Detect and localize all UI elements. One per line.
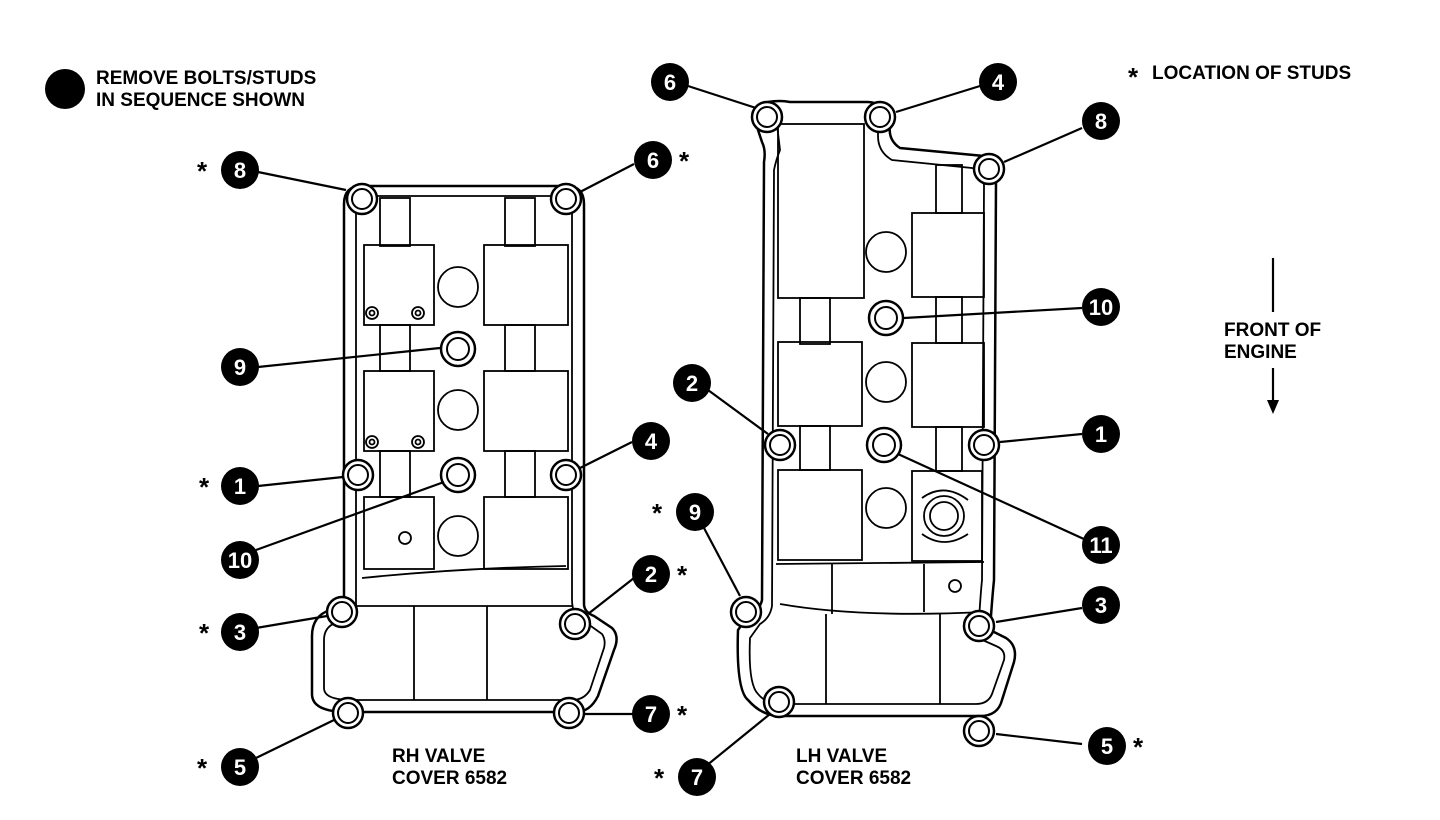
legend-dot-icon	[45, 69, 85, 109]
svg-text:*: *	[654, 763, 665, 793]
legend-stud-text: LOCATION OF STUDS	[1152, 63, 1351, 84]
svg-text:7: 7	[691, 765, 703, 790]
svg-text:*: *	[199, 472, 210, 502]
svg-text:3: 3	[234, 620, 246, 645]
svg-text:2: 2	[645, 562, 657, 587]
front-arrow-down-icon	[1267, 400, 1279, 414]
rh-leader-lines	[255, 163, 635, 759]
svg-text:1: 1	[1095, 422, 1107, 447]
lh-callout-1: 1	[1082, 415, 1120, 453]
rh-bolt-bosses	[325, 182, 592, 730]
lh-callout-5: 5*	[1088, 727, 1144, 765]
rh-callout-9: 9	[221, 348, 259, 386]
front-of-engine-indicator: FRONT OF ENGINE	[1224, 258, 1321, 414]
front-label-line2: ENGINE	[1224, 342, 1297, 363]
rh-internal-structure	[356, 197, 572, 700]
lh-callout-3: 3	[1082, 586, 1120, 624]
legend-stud-asterisk: *	[1128, 62, 1139, 92]
svg-text:2: 2	[686, 371, 698, 396]
lh-callout-10: 10	[1082, 288, 1120, 326]
legend: REMOVE BOLTS/STUDS IN SEQUENCE SHOWN * L…	[45, 62, 1351, 111]
rh-callout-7: 7*	[632, 695, 688, 733]
lh-callout-6: 6	[651, 63, 689, 101]
svg-text:9: 9	[689, 500, 701, 525]
rh-callout-2: 2*	[632, 555, 688, 593]
lh-valve-cover: 6 4 8 10 2 1 11 *9 3 5* *7 LH VALVE COVE…	[651, 63, 1144, 796]
svg-text:4: 4	[992, 70, 1005, 95]
svg-text:*: *	[199, 618, 210, 648]
lh-bolt-bosses	[729, 100, 1006, 748]
svg-text:11: 11	[1089, 533, 1112, 558]
lh-cover-inner-outline	[748, 115, 1006, 705]
legend-sequence-line1: REMOVE BOLTS/STUDS	[96, 68, 316, 89]
svg-text:*: *	[677, 700, 688, 730]
rh-callout-10: 10	[221, 541, 259, 579]
svg-text:*: *	[652, 498, 663, 528]
svg-text:8: 8	[234, 158, 246, 183]
lh-callout-4: 4	[979, 63, 1017, 101]
lh-internal-structure	[775, 123, 985, 704]
lh-leader-lines	[687, 84, 1087, 767]
rh-cover-title-line1: RH VALVE	[392, 746, 485, 767]
lh-callout-9: *9	[652, 493, 714, 531]
rh-cover-title-line2: COVER 6582	[392, 768, 507, 789]
svg-text:4: 4	[645, 429, 658, 454]
lh-cover-title-line2: COVER 6582	[796, 768, 911, 789]
svg-text:5: 5	[234, 755, 246, 780]
svg-text:8: 8	[1095, 109, 1107, 134]
svg-text:*: *	[197, 156, 208, 186]
svg-text:6: 6	[647, 148, 659, 173]
rh-callout-5: *5	[197, 748, 259, 786]
rh-callout-1: *1	[199, 467, 259, 505]
lh-cover-title-line1: LH VALVE	[796, 746, 887, 767]
rh-callout-3: *3	[199, 613, 259, 651]
svg-text:10: 10	[228, 548, 252, 573]
rh-callout-6: 6*	[634, 141, 690, 179]
lh-callout-8: 8	[1082, 102, 1120, 140]
legend-sequence-line2: IN SEQUENCE SHOWN	[96, 90, 305, 111]
front-label-line1: FRONT OF	[1224, 320, 1321, 341]
lh-callout-7: *7	[654, 758, 716, 796]
svg-text:6: 6	[664, 70, 676, 95]
svg-text:*: *	[197, 753, 208, 783]
lh-callout-2: 2	[673, 364, 711, 402]
svg-text:5: 5	[1101, 734, 1113, 759]
svg-text:3: 3	[1095, 593, 1107, 618]
rh-callout-8: *8	[197, 151, 259, 189]
rh-valve-cover: *8 6* 9 4 *1 10 2* *3 7* *5 RH VALVE COV…	[197, 141, 690, 789]
svg-text:9: 9	[234, 355, 246, 380]
svg-text:*: *	[1133, 732, 1144, 762]
svg-text:*: *	[679, 146, 690, 176]
svg-text:7: 7	[645, 702, 657, 727]
svg-text:*: *	[677, 560, 688, 590]
svg-text:1: 1	[234, 474, 246, 499]
lh-callout-11: 11	[1082, 526, 1120, 564]
svg-text:10: 10	[1089, 295, 1113, 320]
rh-callout-4: 4	[632, 422, 670, 460]
